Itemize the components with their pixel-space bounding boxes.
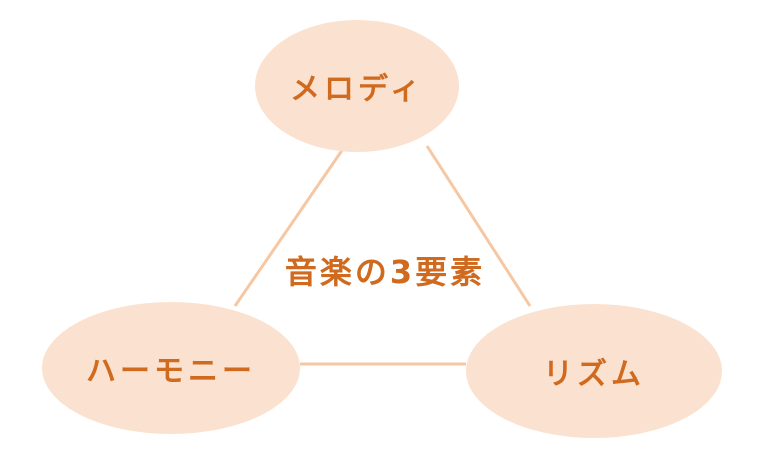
diagram-center-title: 音楽の3要素 bbox=[284, 253, 486, 291]
node-melody: メロディ bbox=[255, 20, 459, 152]
connector-melody-rhythm bbox=[425, 145, 532, 307]
node-rhythm: リズム bbox=[466, 304, 722, 438]
node-harmony: ハーモニー bbox=[42, 302, 300, 434]
node-rhythm-label: リズム bbox=[543, 357, 645, 392]
node-melody-label: メロディ bbox=[290, 72, 424, 107]
node-harmony-label: ハーモニー bbox=[86, 354, 256, 389]
connector-melody-harmony bbox=[233, 145, 347, 307]
